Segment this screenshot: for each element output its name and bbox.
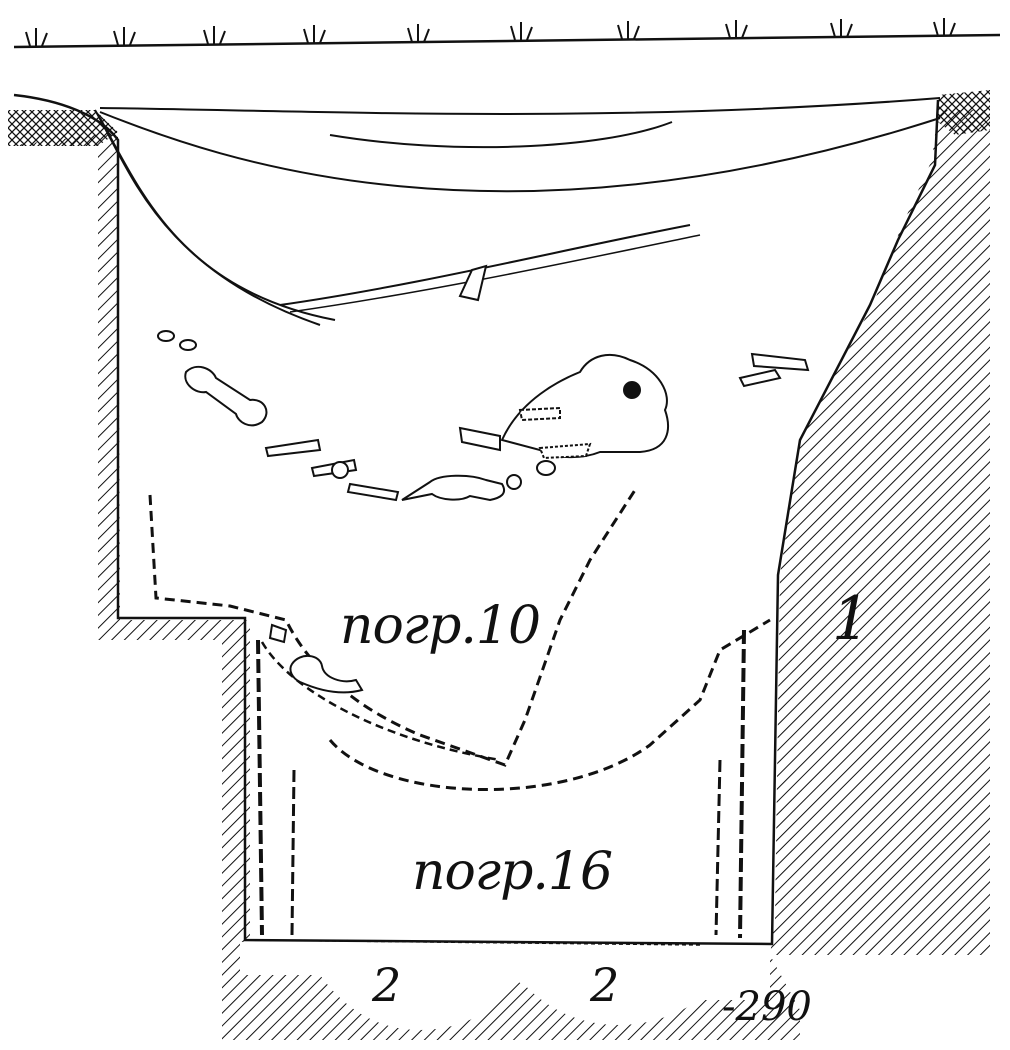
stone-fragment <box>458 264 488 302</box>
burial-16-wall-left <box>290 769 296 936</box>
soil-right-wall <box>770 110 990 955</box>
burial-16-wall-right <box>738 629 746 939</box>
pit-outline <box>13 93 940 946</box>
burial-16-wall-right <box>714 759 722 936</box>
fill-layer-line <box>99 117 336 321</box>
ground-surface-line <box>13 33 1001 49</box>
burial-10-object <box>268 623 288 644</box>
fill-layer-line <box>289 234 701 313</box>
layer-2-label-right: 2 <box>590 958 620 1012</box>
soil-left-wall <box>8 132 250 945</box>
fill-layer-line <box>279 224 691 306</box>
depth-label: -290 <box>722 984 812 1030</box>
fill-layer-line <box>329 121 673 149</box>
bone-scatter <box>157 330 810 502</box>
burial-10-outline <box>148 489 637 767</box>
fill-layer-line <box>94 109 321 326</box>
burial-16-floor <box>247 939 701 946</box>
burial-10-object <box>289 655 364 694</box>
fill-layer-line <box>99 111 941 193</box>
burial-16-wall-left <box>256 639 264 936</box>
fill-layer-line <box>99 97 941 115</box>
burial-10-outline <box>260 641 501 762</box>
burial-10-label: погр.10 <box>340 596 541 656</box>
layer-2-label-left: 2 <box>372 958 402 1012</box>
burial-16-label: погр.16 <box>412 842 613 902</box>
bottom-cleanup <box>240 942 770 1030</box>
layer-1-label: 1 <box>832 584 871 654</box>
grass-tufts <box>25 18 956 47</box>
burial-16-outline <box>328 618 771 791</box>
